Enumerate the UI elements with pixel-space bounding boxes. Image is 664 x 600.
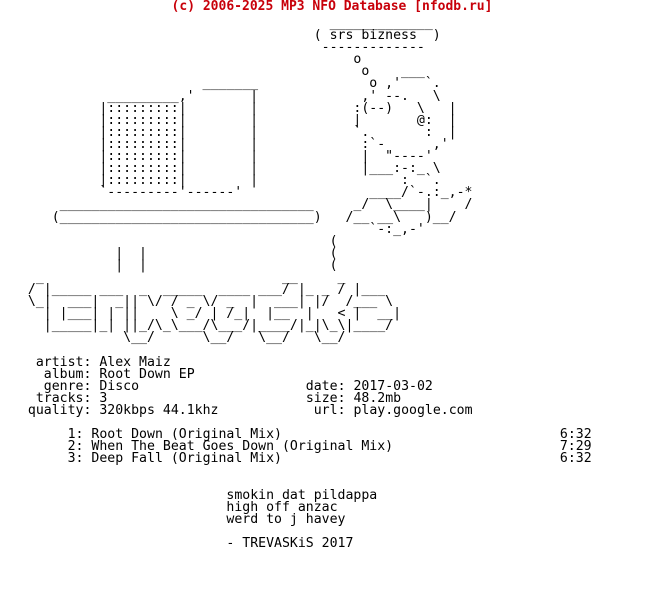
nfo-text: _____________ ( srs bizness ) ----------… — [12, 16, 592, 551]
ascii-art-row: |:::::::::| | | @: | — [12, 112, 457, 128]
ascii-art-line: `-:_,-' — [12, 221, 425, 237]
ascii-art-row: `-:_,-' — [12, 222, 425, 237]
artist-label: artist — [35, 354, 84, 370]
ascii-art-line: |:::::::::| | :`- ,' — [12, 136, 449, 152]
ascii-art-row: _ __ _ — [12, 269, 346, 285]
ascii-art-row: | |___| | || \ _/ | /_| |__ | < | __| — [12, 306, 401, 321]
track-title: Root Down (Original Mix) — [91, 427, 282, 443]
ascii-art-line: _ __ _ — [12, 269, 346, 285]
album-label: album — [43, 366, 84, 382]
quality-label: quality — [27, 403, 84, 418]
date-label: date — [305, 378, 338, 394]
ascii-art-row: |:::::::::| | `. : | — [12, 124, 457, 140]
genre-label: genre — [43, 378, 84, 394]
album-value: Root Down EP — [99, 366, 195, 382]
greeting-row: smokin dat pildappa — [12, 488, 377, 503]
track-number: 1 — [67, 427, 76, 443]
ascii-art-line: | | ( — [12, 245, 338, 261]
ascii-art-row: | | ( — [12, 257, 338, 273]
ascii-art-row: |:::::::::| | : `. — [12, 173, 441, 189]
ascii-art-line: `---------'------' ____/`-.:_,-* — [12, 185, 473, 201]
ascii-art-row: |_____|_| ||_/\_\___/\___/|____/|_|\_\|_… — [12, 318, 393, 333]
ascii-art-line: \_| ___| _|| \/ / _ \/ _ | ___| |/ /___ … — [12, 294, 394, 310]
ascii-art-line: |:::::::::| | | @: | — [12, 112, 457, 128]
ascii-art-line: _______ o ,' `. — [12, 76, 441, 92]
ascii-art-line: / |_____ ___ _ _____ ____ ___/ |_ _ / |_… — [12, 282, 386, 298]
ascii-art-line: _____________ — [12, 16, 433, 31]
ascii-art-line: _________,' | ,' --. \ — [12, 88, 441, 104]
ascii-art-line: | |___| | || \ _/ | /_| |__ | < | __| — [12, 306, 402, 322]
ascii-art-row: |:::::::::| | |___:-:_ \ — [12, 161, 441, 177]
ascii-art-line: ________________________________ _/ \___… — [12, 197, 473, 213]
ascii-art-line: (________________________________) /__ _… — [12, 209, 457, 225]
info-genre-row: genre: Disco date: 2017-03-02 — [43, 378, 433, 394]
ascii-art-row: / |_____ ___ _ _____ ____ ___/ |_ _ / |_… — [12, 282, 385, 297]
url-label: url — [313, 403, 338, 418]
signature-row: - TREVASKiS 2017 — [12, 536, 353, 551]
ascii-art-line: |:::::::::| | |___:-:_ \ — [12, 161, 441, 177]
ascii-art-row: ( — [12, 234, 338, 249]
ascii-art-row: ------------- — [12, 40, 425, 55]
ascii-art-line: |:::::::::| | `. : | — [12, 124, 457, 140]
ascii-art-line: |_____|_| ||_/\_\___/\___/|____/|_|\_\|_… — [12, 318, 394, 334]
info-tracks-row: tracks: 3 size: 48.2mb — [35, 390, 402, 406]
ascii-art-row: o ___ — [12, 64, 425, 79]
greeting-line: werd to j havey — [226, 511, 346, 527]
track-number: 3 — [67, 451, 76, 467]
track-row: 1: Root Down (Original Mix) 6:32 — [67, 427, 592, 443]
ascii-art-row: `---------'------' ____/`-.:_,-* — [12, 185, 473, 201]
genre-value: Disco — [99, 378, 140, 394]
ascii-art-row: | | ( — [12, 245, 338, 261]
url-value: play.google.com — [353, 403, 473, 418]
greeting-line: high off anzac — [226, 499, 338, 515]
greeting-row: high off anzac — [12, 499, 338, 515]
ascii-art-line: ( — [12, 233, 338, 249]
ascii-art-row: _____________ — [12, 16, 433, 31]
ascii-art-line: \__/ \__/ \__/ \__/ — [12, 330, 346, 346]
size-value: 48.2mb — [353, 390, 402, 406]
date-value: 2017-03-02 — [353, 378, 433, 394]
track-row: 2: When The Beat Goes Down (Original Mix… — [67, 439, 592, 455]
ascii-art-line: |:::::::::| | | "----' — [12, 149, 433, 165]
greeting-row: werd to j havey — [12, 512, 345, 527]
greeting-line: smokin dat pildappa — [226, 487, 378, 503]
ascii-art-row: _______ o ,' `. — [12, 76, 441, 91]
ascii-art-row: |:::::::::| | | "----' — [12, 149, 433, 165]
ascii-art-row: o — [12, 52, 361, 67]
track-title: Deep Fall (Original Mix) — [91, 451, 282, 467]
signature: - TREVASKiS 2017 — [226, 536, 354, 552]
track-time: 6:32 — [559, 451, 592, 467]
tracks-value: 3 — [99, 390, 108, 406]
ascii-art-row: _________,' | ,' --. \ — [12, 88, 441, 104]
ascii-art-line: ( srs bizness ) — [12, 28, 441, 44]
ascii-art-row: |:::::::::| | :`- ,' — [12, 136, 449, 152]
ascii-art-row: \__/ \__/ \__/ \__/ — [12, 330, 345, 345]
artist-value: Alex Maiz — [99, 354, 171, 370]
ascii-art-line: | | ( — [12, 257, 338, 273]
size-label: size — [305, 390, 338, 406]
ascii-art-line: o — [12, 52, 362, 68]
copyright-header: (c) 2006-2025 MP3 NFO Database [nfodb.ru… — [171, 0, 493, 14]
track-row: 3: Deep Fall (Original Mix) 6:32 — [67, 451, 592, 467]
ascii-art-line: o ___ — [12, 64, 425, 80]
tracks-label: tracks — [35, 390, 84, 406]
info-artist-row: artist: Alex Maiz — [35, 354, 171, 370]
track-time: 6:32 — [559, 427, 592, 443]
ascii-art-row: \_| ___| _|| \/ / _ \/ _ | ___| |/ /___ … — [12, 294, 393, 309]
ascii-art-line: |:::::::::| | :(--) \ | — [12, 100, 457, 116]
ascii-art-row: ________________________________ _/ \___… — [12, 197, 473, 212]
info-quality-row: quality: 320kbps 44.1khz url: play.googl… — [27, 403, 473, 418]
ascii-art-line: ------------- — [12, 40, 425, 56]
track-time: 7:29 — [559, 439, 592, 455]
ascii-art-line: |:::::::::| | : `. — [12, 173, 441, 189]
quality-value: 320kbps 44.1khz — [99, 403, 219, 418]
track-number: 2 — [67, 439, 76, 455]
ascii-art-row: (________________________________) /__ _… — [12, 210, 457, 225]
track-title: When The Beat Goes Down (Original Mix) — [91, 439, 394, 455]
info-album-row: album: Root Down EP — [43, 366, 195, 382]
ascii-art-row: |:::::::::| | :(--) \ | — [12, 100, 457, 116]
ascii-art-row: ( srs bizness ) — [12, 28, 441, 43]
